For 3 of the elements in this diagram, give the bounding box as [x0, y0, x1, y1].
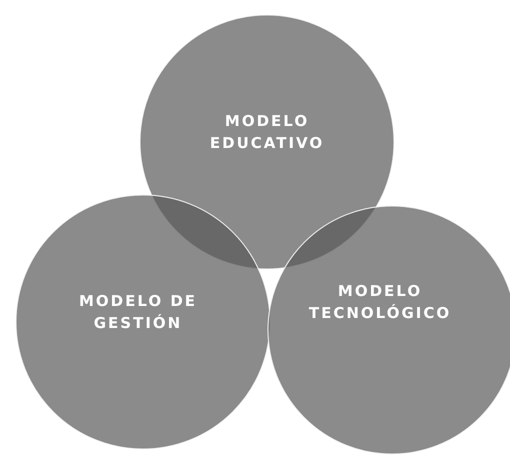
circle-label: MODELO TECNOLÓGICO — [308, 281, 452, 324]
circle-label: MODELO EDUCATIVO — [208, 111, 326, 154]
circle-label: MODELO DE GESTIÓN — [78, 291, 198, 334]
